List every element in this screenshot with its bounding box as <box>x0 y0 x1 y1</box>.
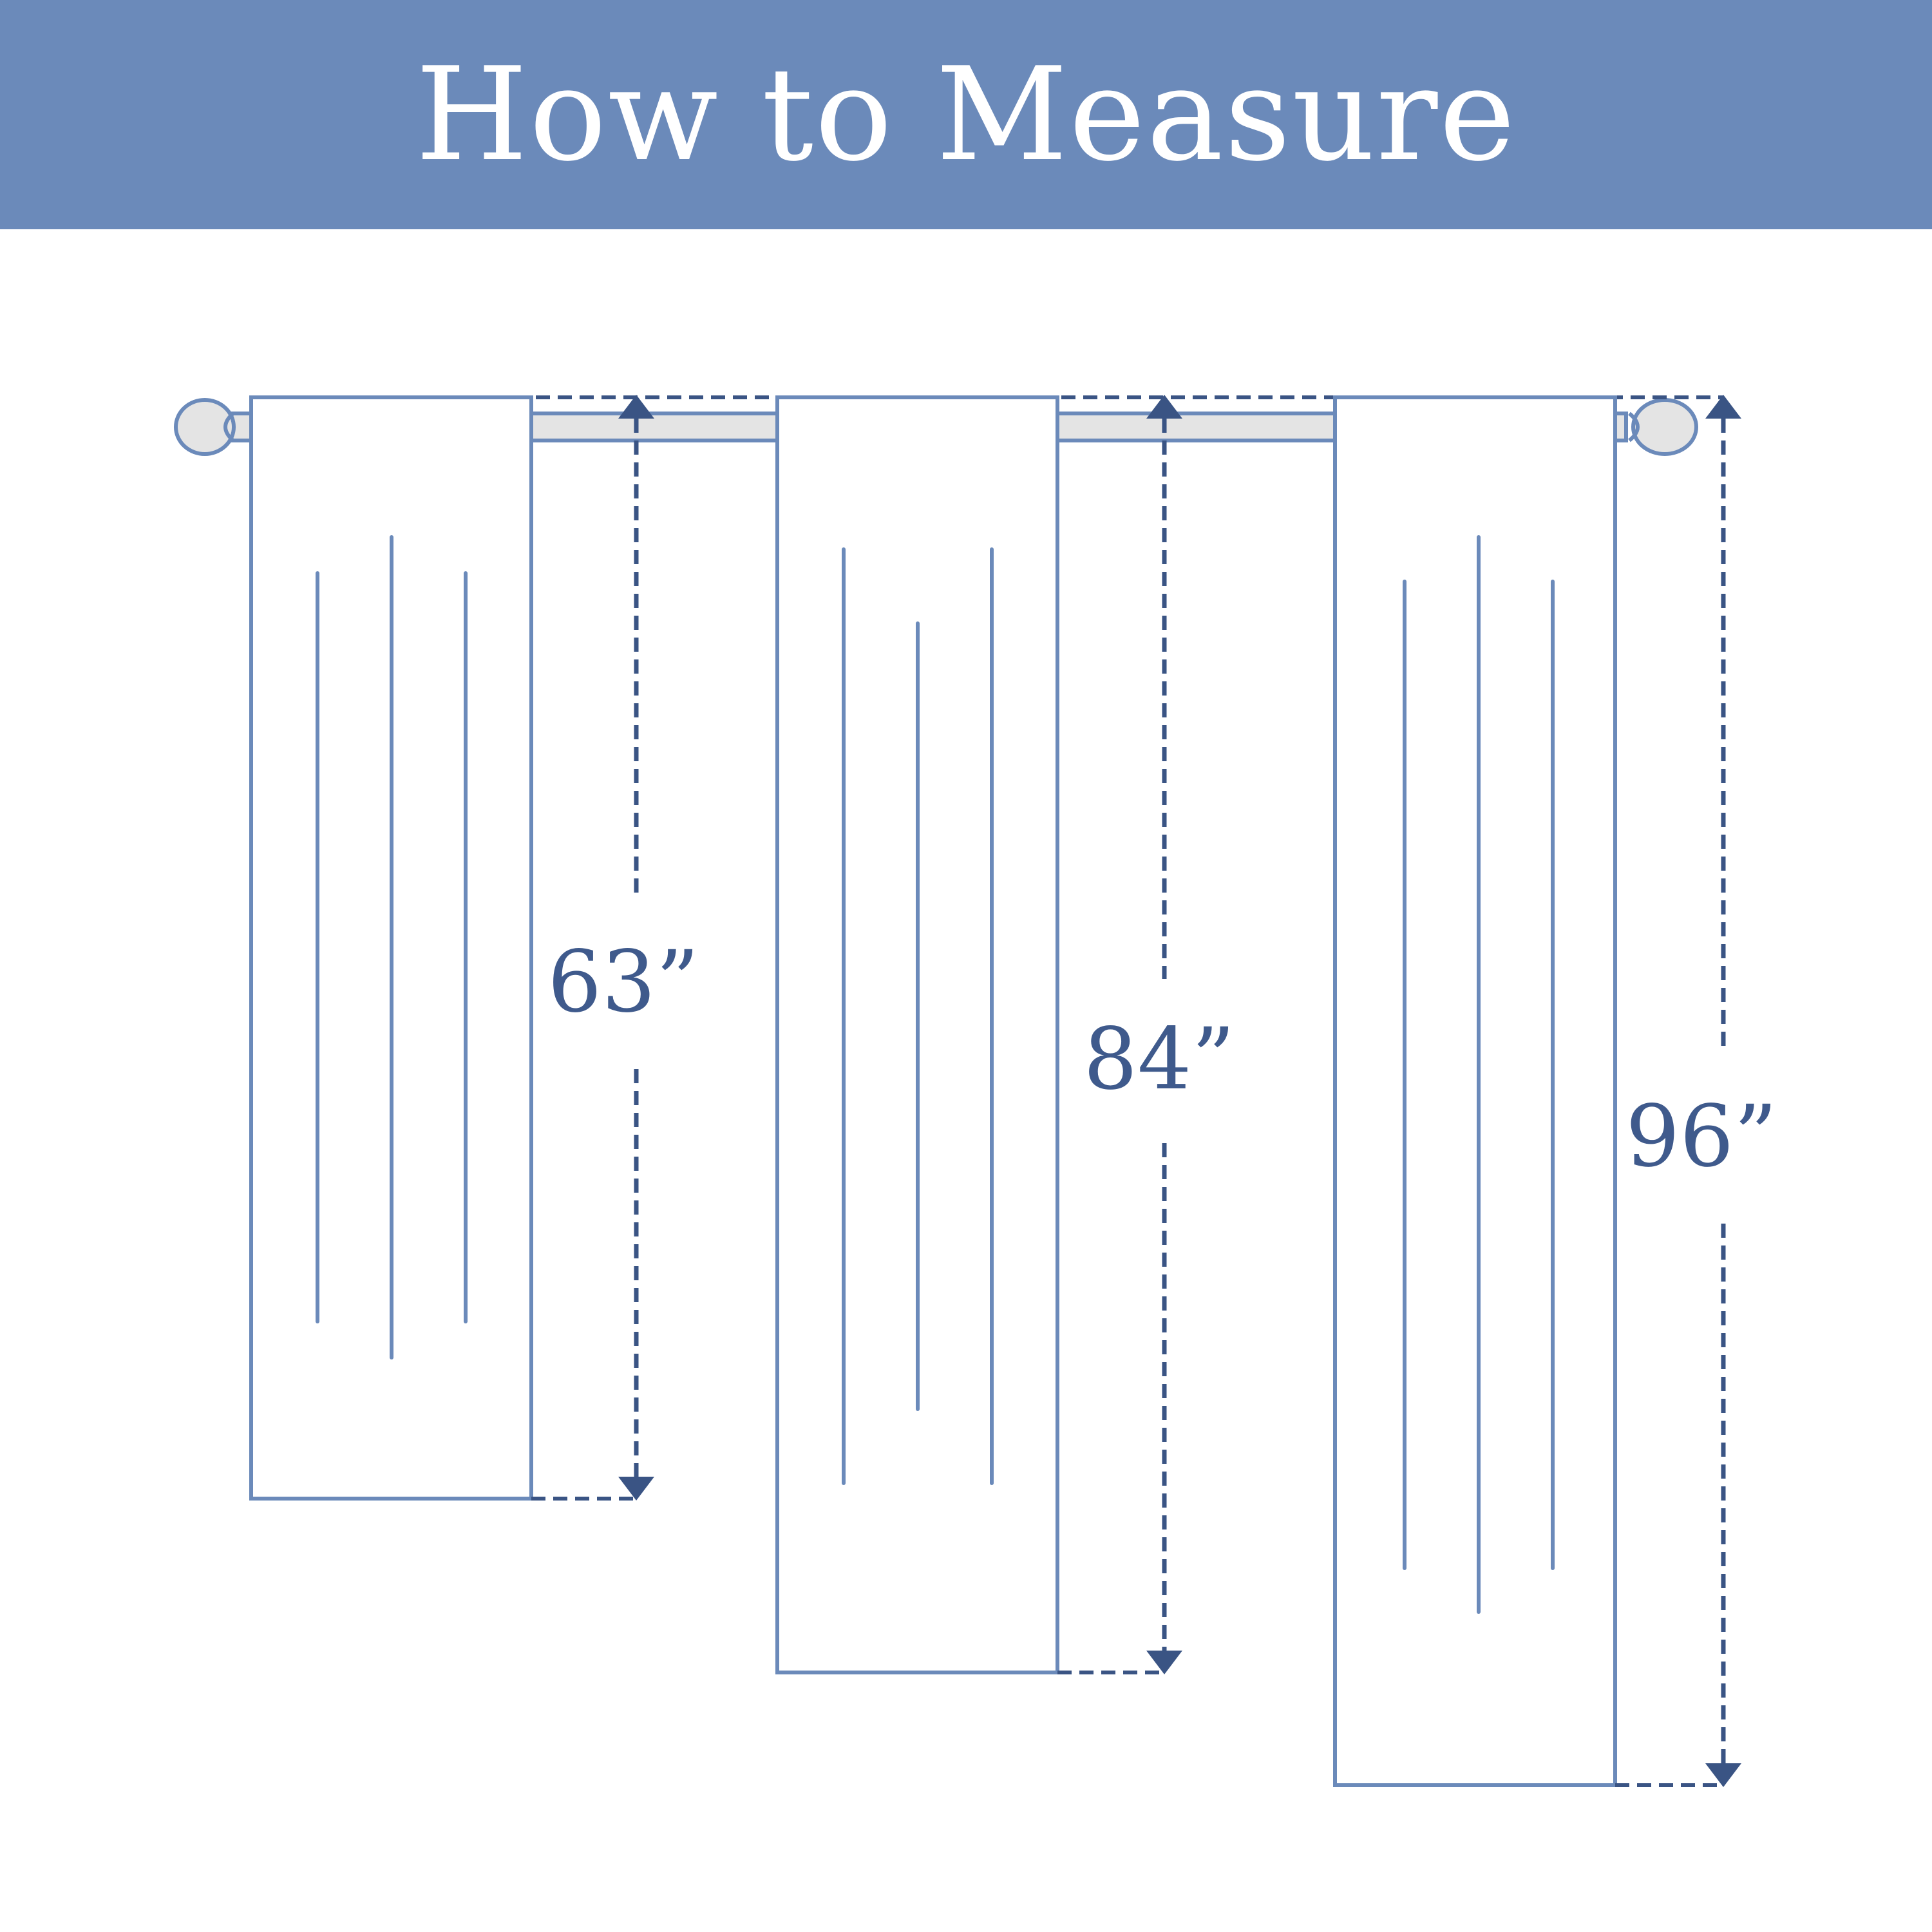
measure-label-96: 96” <box>1625 1087 1777 1186</box>
title-banner: How to Measure <box>0 0 1932 229</box>
dimension-84: 84” <box>1057 395 1235 1674</box>
page-title: How to Measure <box>415 39 1517 190</box>
measure-label-84: 84” <box>1083 1010 1235 1109</box>
measure-label-63: 63” <box>547 933 699 1032</box>
arrow-down-icon <box>1705 1763 1741 1787</box>
arrow-down-icon <box>618 1477 654 1501</box>
rod-finial-right <box>1631 398 1698 456</box>
rod-finial-left <box>174 398 236 456</box>
arrow-up-icon <box>1146 395 1182 419</box>
rod-bracket-left <box>223 412 235 442</box>
curtain-panel-84 <box>775 395 1059 1674</box>
curtain-panel-96 <box>1333 395 1617 1787</box>
arrow-up-icon <box>1705 395 1741 419</box>
arrow-up-icon <box>618 395 654 419</box>
dimension-96: 96” <box>1615 395 1777 1787</box>
dimension-63: 63” <box>531 395 699 1501</box>
panel-outline <box>1333 395 1617 1787</box>
curtain-panel-63 <box>249 395 533 1501</box>
arrow-down-icon <box>1146 1651 1182 1674</box>
rod-bracket-right <box>1628 412 1640 442</box>
